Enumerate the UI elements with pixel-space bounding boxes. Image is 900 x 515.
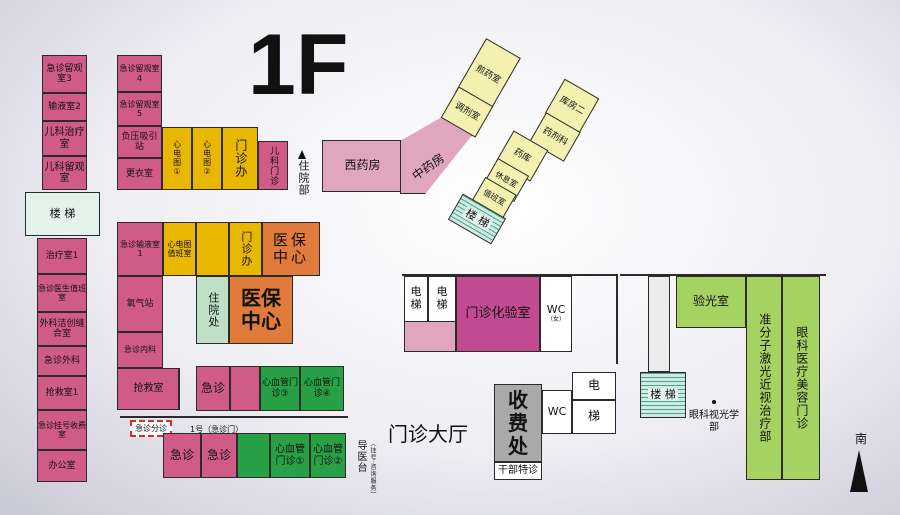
room-medical-insurance-large: 医保中心 [229,276,293,344]
wall-right-center [616,274,618,364]
room-surgical-suture: 外科洁创缝合室 [37,312,87,346]
room-infusion-2: 输液室2 [42,93,87,121]
guide-desk-label: 导医台 [355,440,366,473]
room-ecg-duty: 心电图值班室 [163,222,196,276]
room-cashier: 收费处 [494,384,542,462]
room-cardiology-4: 心血管门诊④ [300,366,344,411]
stairs-left-label: 楼 梯 [47,206,78,221]
room-emergency-observation-5: 急诊留观室5 [117,92,162,126]
room-pediatric-clinic: 儿科门诊 [258,141,288,190]
room-yellow-blank [196,222,229,276]
room-resuscitation: 抢救室 [117,368,180,410]
outpatient-hall-label: 门诊大厅 [388,422,468,446]
eye-optometry-dept-label: 眼科视光学部 [689,410,739,433]
room-emergency-b: 急诊 [163,433,201,478]
room-emergency-observation-4: 急诊留观室4 [117,55,162,92]
room-ecg-2: 心电图② [192,127,222,190]
elevator-1: 电梯 [404,276,428,322]
eye-dept-dot [712,400,716,404]
room-changing: 更衣室 [117,158,162,190]
room-resuscitation-1: 抢救室1 [37,376,87,410]
corridor-wall [178,368,180,410]
room-clinic-office: 门诊办 [222,127,258,190]
stairs-right-label: 楼 梯 [648,387,678,402]
wall-top-center [402,274,617,276]
room-office: 办公室 [37,450,87,482]
room-cardiology-2: 心血管门诊② [310,433,346,478]
inpatient-direction-label: 住院部 [297,160,310,196]
room-vip-clinic: 干部特诊 [494,462,542,480]
room-doctor-duty: 急诊医生值班室 [37,274,87,312]
restroom-2: WC [542,390,572,434]
room-optometry: 验光室 [676,276,746,328]
elevator-3-top: 电 [572,372,616,400]
room-clinic-office-2: 门诊办 [229,222,262,276]
room-emergency-internal: 急诊内科 [117,332,163,368]
corridor-pillar [648,276,670,372]
room-pink-blank [230,366,260,411]
room-ecg-1: 心电图① [162,127,192,190]
room-emergency-a: 急诊 [196,366,230,411]
room-negative-pressure: 负压吸引站 [117,126,162,158]
restroom-1: WC （女） [540,276,572,352]
room-eye-cosmetic: 眼科医疗美容门诊 [782,276,820,480]
room-pediatric-treatment: 儿科治疗室 [42,121,87,156]
restroom-1-note: （女） [546,315,565,323]
room-clinical-lab: 门诊化验室 [456,276,540,352]
elevator-3-bottom: 梯 [572,400,616,434]
room-medical-insurance-small: 医保中心 [262,222,320,276]
room-western-pharmacy: 西药房 [322,140,402,192]
room-laser-vision: 准分子激光近视治疗部 [746,276,782,480]
wall-top-right [620,274,826,276]
guide-desk-note: （挂号·咨询服务） [369,440,376,499]
stairs-right: 楼 梯 [640,372,686,418]
emergency-triage-label: 急诊分诊 [130,420,172,437]
room-emergency-surgery: 急诊外科 [37,346,87,376]
room-emergency-infusion-1: 急诊输液室1 [117,222,163,276]
room-admission: 住院处 [196,276,229,344]
north-arrow-icon [850,450,868,492]
room-treatment-1: 治疗室1 [37,238,87,274]
room-cardiology-1: 心血管门诊① [270,433,310,478]
elevator-2: 电梯 [428,276,456,322]
arrow-up-icon [298,150,306,159]
room-green-blank [237,433,270,478]
room-oxygen-station: 氧气站 [117,276,163,332]
room-pediatric-observation: 儿科留观室 [42,156,87,190]
floor-title: 1F [248,17,349,113]
restroom-1-label: WC [546,303,566,317]
stairs-left: 楼 梯 [25,192,100,236]
room-emergency-observation-3: 急诊留观室3 [42,55,87,93]
room-cardiology-3: 心血管门诊③ [260,366,300,411]
stairs-pharmacy-label: 楼 梯 [461,206,493,232]
entrance-line [120,416,348,418]
room-lab-extension [404,322,456,352]
compass-label: 南 [855,432,868,446]
room-emergency-c: 急诊 [201,433,237,478]
door-1-label: 1号（急诊门） [190,425,244,434]
room-registration-cashier: 急诊挂号收费室 [37,410,87,450]
